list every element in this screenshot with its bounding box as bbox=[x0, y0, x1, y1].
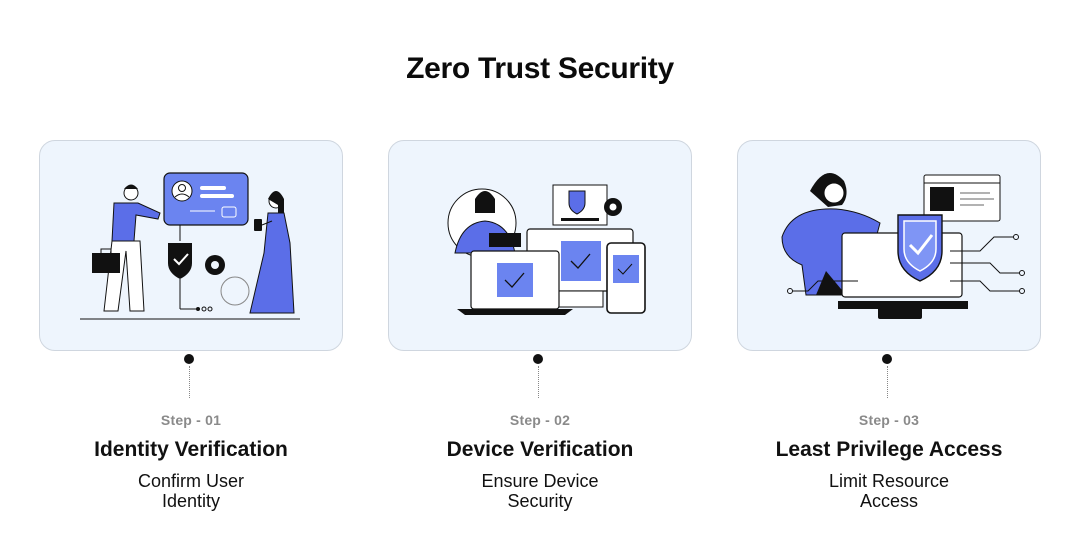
step-2-card bbox=[388, 140, 692, 351]
step-2: Step - 02 Device Verification Ensure Dev… bbox=[388, 140, 692, 511]
step-1-card bbox=[39, 140, 343, 351]
step-2-label: Step - 02 bbox=[509, 412, 571, 428]
step-2-marker bbox=[533, 354, 543, 364]
step-3: Step - 03 Least Privilege Access Limit R… bbox=[737, 140, 1041, 511]
step-2-title: Device Verification bbox=[446, 438, 634, 461]
step-1-description: Confirm User Identity bbox=[137, 471, 244, 511]
step-2-description: Ensure Device Security bbox=[481, 471, 599, 511]
identity-verification-illustration bbox=[80, 172, 300, 320]
step-1-connector bbox=[189, 366, 190, 398]
step-1-title: Identity Verification bbox=[94, 438, 288, 461]
step-1-label: Step - 01 bbox=[160, 412, 222, 428]
step-2-connector bbox=[538, 366, 539, 398]
step-3-connector bbox=[887, 366, 888, 398]
least-privilege-illustration bbox=[781, 173, 1025, 319]
step-1-marker bbox=[184, 354, 194, 364]
step-3-card bbox=[737, 140, 1041, 351]
page-title: Zero Trust Security bbox=[406, 52, 674, 85]
step-3-title: Least Privilege Access bbox=[775, 438, 1003, 461]
step-3-marker bbox=[882, 354, 892, 364]
step-3-description: Limit Resource Access bbox=[828, 471, 950, 511]
step-1: Step - 01 Identity Verification Confirm … bbox=[39, 140, 343, 511]
step-3-label: Step - 03 bbox=[858, 412, 920, 428]
device-verification-illustration bbox=[447, 184, 646, 315]
